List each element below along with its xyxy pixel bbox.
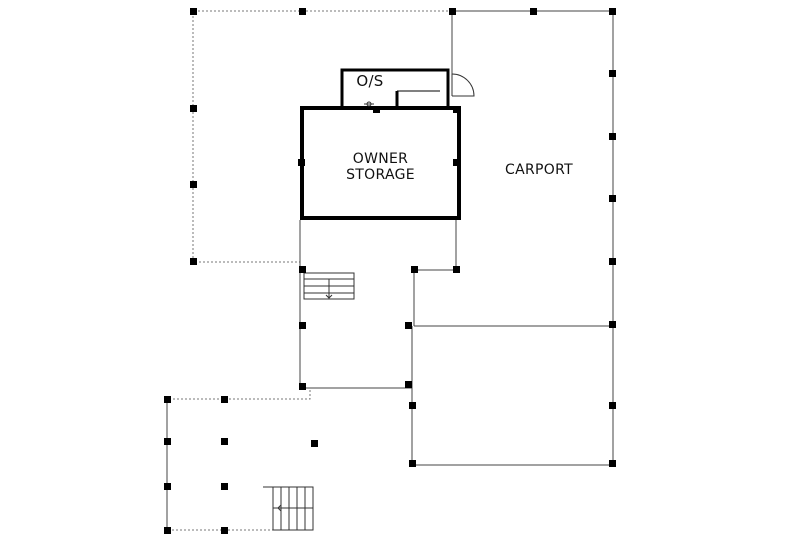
post [164,527,171,534]
post [164,438,171,445]
post [164,396,171,403]
stairs-icon [303,272,355,300]
door-arc [451,73,475,97]
post [411,266,418,273]
post [299,8,306,15]
post [609,195,616,202]
post [405,381,412,388]
deck-outlines [166,10,452,531]
post [164,483,171,490]
post [221,396,228,403]
post [609,8,616,15]
post [609,133,616,140]
post [221,438,228,445]
post [298,159,305,166]
os-room-label: O/S [356,72,384,90]
owner-storage-label-line2: STORAGE [346,167,415,183]
post [453,159,460,166]
fixture-icon [364,101,374,107]
carport-label: CARPORT [505,162,573,178]
post [221,483,228,490]
post [190,105,197,112]
post [409,402,416,409]
post [190,258,197,265]
post [299,383,306,390]
post [190,8,197,15]
post [609,460,616,467]
post [409,460,416,467]
post [190,181,197,188]
post [299,322,306,329]
post [299,266,306,273]
post [530,8,537,15]
stairs-icon [263,486,314,531]
post [609,321,616,328]
post [449,8,456,15]
post [453,266,460,273]
post [453,106,460,113]
posts [164,8,616,534]
stair-arrow-head [277,504,282,512]
post [405,322,412,329]
post [221,527,228,534]
bold-walls [300,68,461,220]
post [609,258,616,265]
post [373,106,380,113]
os-closet-walls [340,68,450,106]
post [609,402,616,409]
upper-left-deck-outline [192,10,452,263]
post [311,440,318,447]
door-swing-icon [451,73,475,97]
stair-arrow-head [325,294,333,299]
owner-storage-label-line1: OWNER [352,151,409,167]
post [609,70,616,77]
